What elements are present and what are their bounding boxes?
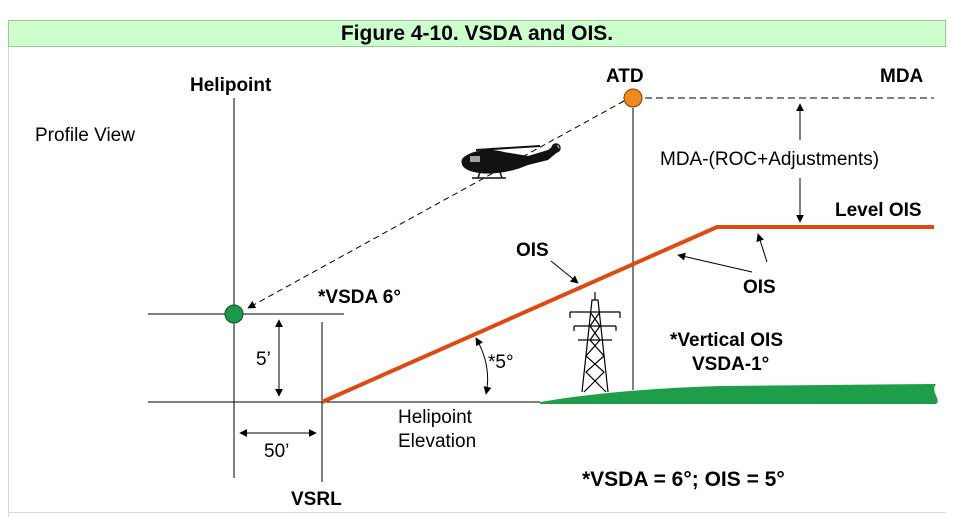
vertical-ois-label-line1: *Vertical OIS — [670, 330, 783, 351]
ois-upper-label: OIS — [516, 240, 549, 261]
ois-surface-line — [321, 225, 934, 404]
level-ois-label: Level OIS — [835, 200, 922, 221]
helipoint-label: Helipoint — [190, 75, 272, 96]
left-border — [8, 47, 9, 517]
atd-marker — [623, 88, 643, 108]
helipoint-elevation-label-line2: Elevation — [398, 431, 476, 452]
five-ft-label: 5’ — [256, 349, 271, 370]
ois-right-label: OIS — [743, 277, 776, 298]
ois-right-pointer-1 — [677, 252, 753, 273]
ground-terrain — [540, 384, 938, 404]
mda-label: MDA — [880, 66, 924, 87]
vsda-ois-equation: *VSDA = 6°; OIS = 5° — [582, 468, 785, 491]
atd-label: ATD — [606, 66, 644, 87]
ois-right-pointer-2 — [756, 233, 768, 263]
vsrl-label: VSRL — [291, 489, 342, 510]
fifty-ft-label: 50’ — [264, 441, 289, 462]
bottom-border — [8, 512, 946, 513]
helipoint-marker — [224, 304, 244, 324]
five-degree-label: *5° — [488, 352, 514, 373]
top-margin — [0, 0, 954, 20]
power-tower-icon — [569, 292, 621, 393]
helicopter-icon — [461, 143, 561, 179]
profile-view-label: Profile View — [35, 125, 135, 146]
helipoint-elevation-label-line1: Helipoint — [398, 407, 473, 428]
five-degree-arc — [475, 337, 492, 395]
mda-roc-label: MDA-(ROC+Adjustments) — [660, 149, 879, 170]
ois-upper-pointer — [550, 260, 579, 284]
figure-title: Figure 4-10. VSDA and OIS. — [8, 20, 946, 47]
vsda-6-label: *VSDA 6° — [318, 287, 401, 308]
vertical-ois-label-line2: VSDA-1° — [692, 354, 769, 375]
vsda-glide-path — [247, 100, 625, 309]
